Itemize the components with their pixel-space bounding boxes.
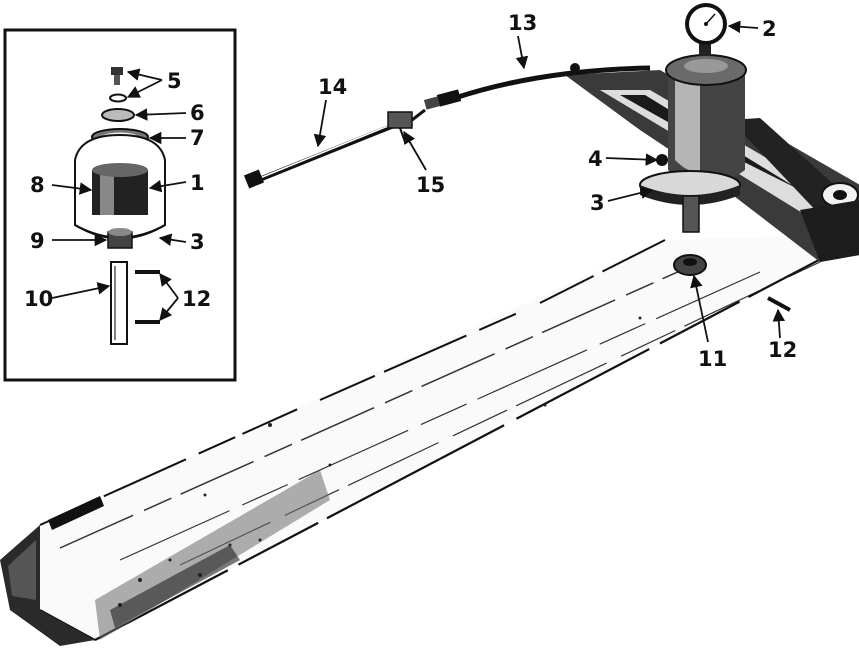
callout-1: 1 [190, 171, 205, 195]
callout-6: 6 [190, 101, 205, 125]
callout-10: 10 [24, 287, 53, 311]
inset-callouts: 5 6 7 8 1 9 3 10 12 [24, 69, 211, 311]
callout-9: 9 [30, 229, 45, 253]
bushing-part [673, 254, 707, 276]
pressure-gauge [685, 3, 727, 56]
exploded-view-inset [3, 28, 237, 382]
callout-8: 8 [30, 173, 45, 197]
dowel-pin-part [767, 296, 791, 312]
leader-lines [51, 20, 786, 343]
callout-15: 15 [416, 173, 445, 197]
callout-3-main: 3 [590, 191, 605, 215]
callout-12-inset: 12 [182, 287, 211, 311]
callout-13: 13 [508, 11, 537, 35]
rod-and-tee [243, 108, 426, 189]
callout-3-inset: 3 [190, 230, 205, 254]
main-callouts: 13 2 14 4 15 3 11 12 [318, 11, 797, 371]
callout-7: 7 [190, 126, 205, 150]
hose-assembly [423, 63, 651, 110]
callout-11: 11 [698, 347, 727, 371]
fixture-bracket [565, 54, 859, 262]
callout-2: 2 [762, 17, 777, 41]
base-beam [0, 235, 839, 646]
callout-5: 5 [167, 69, 182, 93]
callout-4: 4 [588, 147, 603, 171]
callout-12-main: 12 [768, 338, 797, 362]
callout-14: 14 [318, 75, 347, 99]
